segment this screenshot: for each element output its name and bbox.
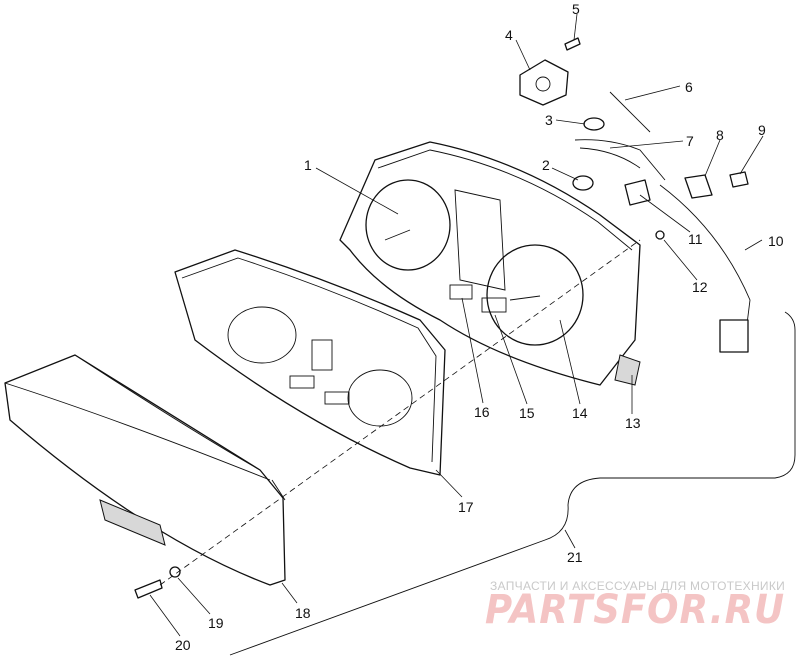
- leader-lines: [149, 13, 764, 637]
- callout-21: 21: [567, 549, 583, 565]
- callout-1: 1: [304, 157, 312, 173]
- callout-16: 16: [474, 404, 490, 420]
- bezel-frame-17: [174, 249, 446, 476]
- connector-plug: [719, 319, 749, 353]
- assembly-bracket-21: [229, 311, 796, 656]
- screw-20: [134, 579, 163, 599]
- watermark-logo: PARTSFOR.RU: [485, 587, 785, 633]
- callout-6: 6: [685, 79, 693, 95]
- watermark-tagline: ЗАПЧАСТИ И АКСЕССУАРЫ ДЛЯ МОТОТЕХНИКИ: [490, 579, 785, 593]
- callout-14: 14: [572, 405, 588, 421]
- lens-cover-18: [4, 354, 286, 586]
- callout-19: 19: [208, 615, 224, 631]
- callout-3: 3: [545, 112, 553, 128]
- callout-15: 15: [519, 405, 535, 421]
- callout-2: 2: [542, 157, 550, 173]
- socket-11: [624, 179, 651, 206]
- washer-19: [169, 566, 181, 578]
- bulb-2: [572, 175, 594, 191]
- harness-connector-10: [659, 184, 751, 341]
- screw-5: [564, 37, 581, 51]
- screw-12: [655, 230, 665, 240]
- bulb-3: [583, 117, 605, 131]
- callout-13: 13: [625, 415, 641, 431]
- callout-12: 12: [692, 279, 708, 295]
- callout-labels: 1 2 3 4 5 6 7 8 9 10 11 12 13 14 15 16 1…: [175, 1, 784, 653]
- wire-6: [609, 91, 651, 133]
- wire-harness-7: [574, 139, 666, 181]
- instrument-cluster-1: [339, 141, 641, 386]
- callout-20: 20: [175, 637, 191, 653]
- callout-8: 8: [716, 127, 724, 143]
- callout-10: 10: [768, 233, 784, 249]
- callout-4: 4: [505, 27, 513, 43]
- watermark: ЗАПЧАСТИ И АКСЕССУАРЫ ДЛЯ МОТОТЕХНИКИ PA…: [485, 579, 785, 633]
- callout-18: 18: [295, 605, 311, 621]
- callout-9: 9: [758, 122, 766, 138]
- grommet-8: [684, 174, 713, 199]
- gauge-mount-4: [519, 59, 569, 106]
- callout-5: 5: [572, 1, 580, 17]
- callout-11: 11: [688, 231, 703, 247]
- screw-9: [729, 171, 749, 188]
- callout-7: 7: [686, 133, 694, 149]
- callout-17: 17: [458, 499, 474, 515]
